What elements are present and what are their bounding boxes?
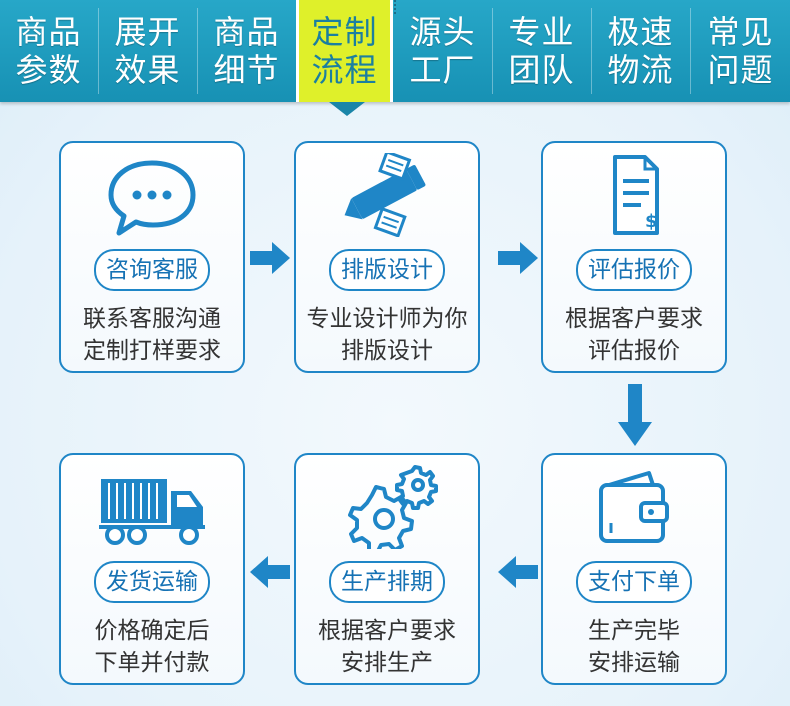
step-title: 咨询客服 (94, 249, 210, 291)
step-desc-line1: 生产完毕 (588, 618, 680, 644)
step-card-consult: 咨询客服 联系客服沟通 定制打样要求 (59, 141, 245, 373)
arrow-left-icon (498, 556, 538, 588)
tab-label-line1: 常见 (707, 13, 774, 51)
tab-divider (690, 8, 691, 94)
step-desc-line1: 根据客户要求 (565, 306, 703, 332)
pen-paper-icon (344, 153, 426, 237)
step-description: 生产完毕 安排运输 (547, 615, 721, 679)
tab-divider (591, 8, 592, 94)
arrow-left-icon (250, 556, 290, 588)
tab-divider (98, 8, 99, 94)
step-description: 根据客户要求 评估报价 (547, 303, 721, 367)
step-desc-line1: 专业设计师为你 (306, 306, 468, 332)
tab-label-line1: 源头 (409, 13, 476, 51)
tab-label-line2: 参数 (15, 51, 82, 89)
step-title: 评估报价 (576, 249, 692, 291)
step-desc-line2: 安排运输 (588, 650, 680, 676)
step-desc-line1: 价格确定后 (94, 618, 210, 644)
step-card-layout-design: 排版设计 专业设计师为你 排版设计 (294, 141, 480, 373)
step-title: 支付下单 (576, 561, 692, 603)
tab-product-params[interactable]: 商品 参数 (0, 0, 97, 102)
step-title: 排版设计 (329, 249, 445, 291)
tab-professional-team[interactable]: 专业 团队 (493, 0, 590, 102)
tab-label-line2: 工厂 (409, 51, 476, 89)
step-desc-line2: 排版设计 (341, 338, 433, 364)
tab-label-line1: 专业 (508, 13, 575, 51)
step-card-production: 生产排期 根据客户要求 安排生产 (294, 453, 480, 685)
tab-label-line1: 商品 (15, 13, 82, 51)
step-desc-line2: 评估报价 (588, 338, 680, 364)
tab-label-line2: 流程 (311, 51, 378, 89)
arrow-down-icon (618, 384, 652, 446)
step-desc-line1: 联系客服沟通 (83, 306, 221, 332)
truck-icon (99, 479, 205, 545)
step-desc-line2: 定制打样要求 (83, 338, 221, 364)
tab-divider (492, 8, 493, 94)
step-description: 根据客户要求 安排生产 (300, 615, 474, 679)
svg-text:$: $ (645, 211, 658, 232)
tab-source-factory[interactable]: 源头 工厂 (394, 0, 491, 102)
step-title: 发货运输 (94, 561, 210, 603)
tab-faq[interactable]: 常见 问题 (691, 0, 790, 102)
arrow-right-icon (498, 242, 538, 274)
tab-label-line1: 商品 (213, 13, 280, 51)
active-tab-pointer (329, 102, 365, 116)
chat-bubble-icon (108, 160, 196, 236)
step-title: 生产排期 (329, 561, 445, 603)
step-desc-line2: 下单并付款 (94, 650, 210, 676)
tab-label-line2: 物流 (607, 51, 674, 89)
step-description: 联系客服沟通 定制打样要求 (65, 303, 239, 367)
tab-product-details[interactable]: 商品 细节 (198, 0, 295, 102)
tab-label-line2: 问题 (707, 51, 774, 89)
tab-label-line1: 极速 (607, 13, 674, 51)
step-description: 价格确定后 下单并付款 (65, 615, 239, 679)
wallet-icon (599, 471, 669, 543)
gears-icon (348, 465, 438, 549)
tab-dotted-marker (394, 0, 396, 14)
tab-unfold-effect[interactable]: 展开 效果 (99, 0, 196, 102)
tab-custom-process[interactable]: 定制 流程 (296, 0, 393, 102)
step-card-shipping: 发货运输 价格确定后 下单并付款 (59, 453, 245, 685)
step-desc-line1: 根据客户要求 (318, 618, 456, 644)
step-card-quote: $ 评估报价 根据客户要求 评估报价 (541, 141, 727, 373)
tab-label-line2: 团队 (508, 51, 575, 89)
tab-label-line1: 展开 (114, 13, 181, 51)
invoice-icon: $ (613, 155, 659, 235)
category-nav: 商品 参数 展开 效果 商品 细节 定制 流程 源头 工厂 专业 团队 极速 物… (0, 0, 790, 102)
step-desc-line2: 安排生产 (341, 650, 433, 676)
arrow-right-icon (250, 242, 290, 274)
step-card-payment: 支付下单 生产完毕 安排运输 (541, 453, 727, 685)
tab-label-line2: 效果 (114, 51, 181, 89)
tab-divider (197, 8, 198, 94)
tab-label-line1: 定制 (311, 13, 378, 51)
tab-fast-logistics[interactable]: 极速 物流 (592, 0, 689, 102)
step-description: 专业设计师为你 排版设计 (300, 303, 474, 367)
tab-label-line2: 细节 (213, 51, 280, 89)
